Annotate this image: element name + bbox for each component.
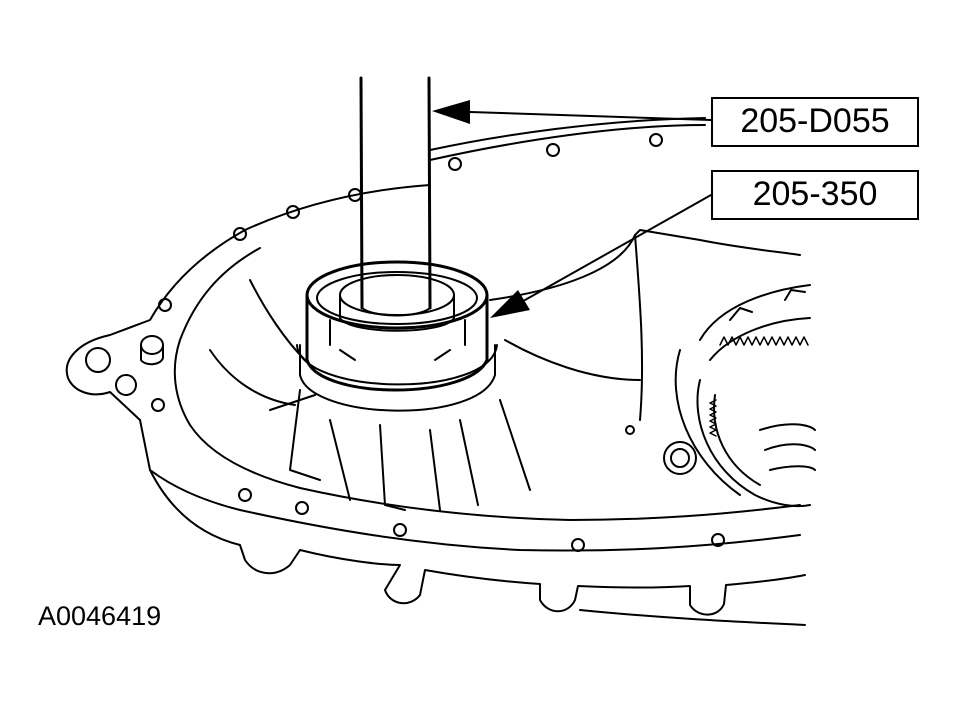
figure-id: A0046419: [38, 601, 162, 631]
case-flange-inner: [173, 247, 801, 521]
interior-ribs: [269, 389, 531, 511]
callout-tool-205-D055: 205-D055: [711, 97, 919, 147]
case-lower-skirt: [149, 469, 806, 616]
callout-label: 205-350: [752, 175, 878, 213]
callout-tool-205-350: 205-350: [711, 170, 919, 220]
seal-installer-205-350: [296, 260, 498, 412]
leader-lines: [432, 100, 712, 318]
ring-gear-assembly: [663, 284, 816, 508]
interior-webbing: [209, 279, 306, 406]
handle-205-D055: [359, 76, 432, 317]
case-bottom-line: [579, 609, 806, 626]
bolt-holes: [151, 133, 725, 552]
inner-bearing: [339, 274, 455, 332]
case-flange-outline: [65, 124, 801, 552]
callout-label: 205-D055: [740, 102, 890, 140]
interior-wall: [489, 229, 801, 421]
case-upper-edge: [429, 117, 706, 151]
arrowhead-2: [490, 290, 530, 318]
arrowhead-1: [432, 100, 470, 124]
mounting-boss: [85, 335, 164, 396]
